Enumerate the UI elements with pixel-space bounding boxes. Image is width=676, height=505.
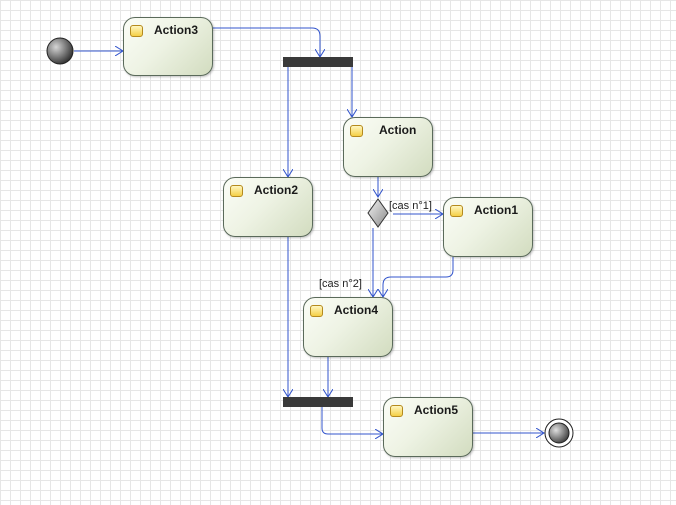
action-label: Action — [379, 123, 417, 137]
fork-bar[interactable] — [283, 57, 353, 67]
guard-case1-label: [cas n°1] — [389, 200, 432, 212]
initial-node[interactable] — [46, 37, 74, 65]
action2-label: Action2 — [254, 183, 299, 197]
edge-join-to-action5 — [321, 407, 383, 434]
action-icon — [310, 305, 323, 317]
action4-label: Action4 — [334, 303, 379, 317]
action1-label: Action1 — [474, 203, 519, 217]
edge-action3-to-fork — [212, 27, 320, 57]
action5-label: Action5 — [414, 403, 459, 417]
action5-node[interactable]: Action5 — [383, 397, 473, 457]
guard-case2-label: [cas n°2] — [319, 278, 362, 290]
edge-action1-to-action4 — [383, 257, 454, 297]
action4-node[interactable]: Action4 — [303, 297, 393, 357]
decision-node[interactable] — [367, 198, 389, 228]
final-node-core — [548, 422, 570, 444]
action1-node[interactable]: Action1 — [443, 197, 533, 257]
action-icon — [130, 25, 143, 37]
action-icon — [450, 205, 463, 217]
action3-node[interactable]: Action3 — [123, 17, 213, 76]
action2-node[interactable]: Action2 — [223, 177, 313, 237]
action-icon — [390, 405, 403, 417]
action-icon — [230, 185, 243, 197]
action-icon — [350, 125, 363, 137]
join-bar[interactable] — [283, 397, 353, 407]
action3-label: Action3 — [154, 23, 199, 37]
action-node[interactable]: Action — [343, 117, 433, 177]
